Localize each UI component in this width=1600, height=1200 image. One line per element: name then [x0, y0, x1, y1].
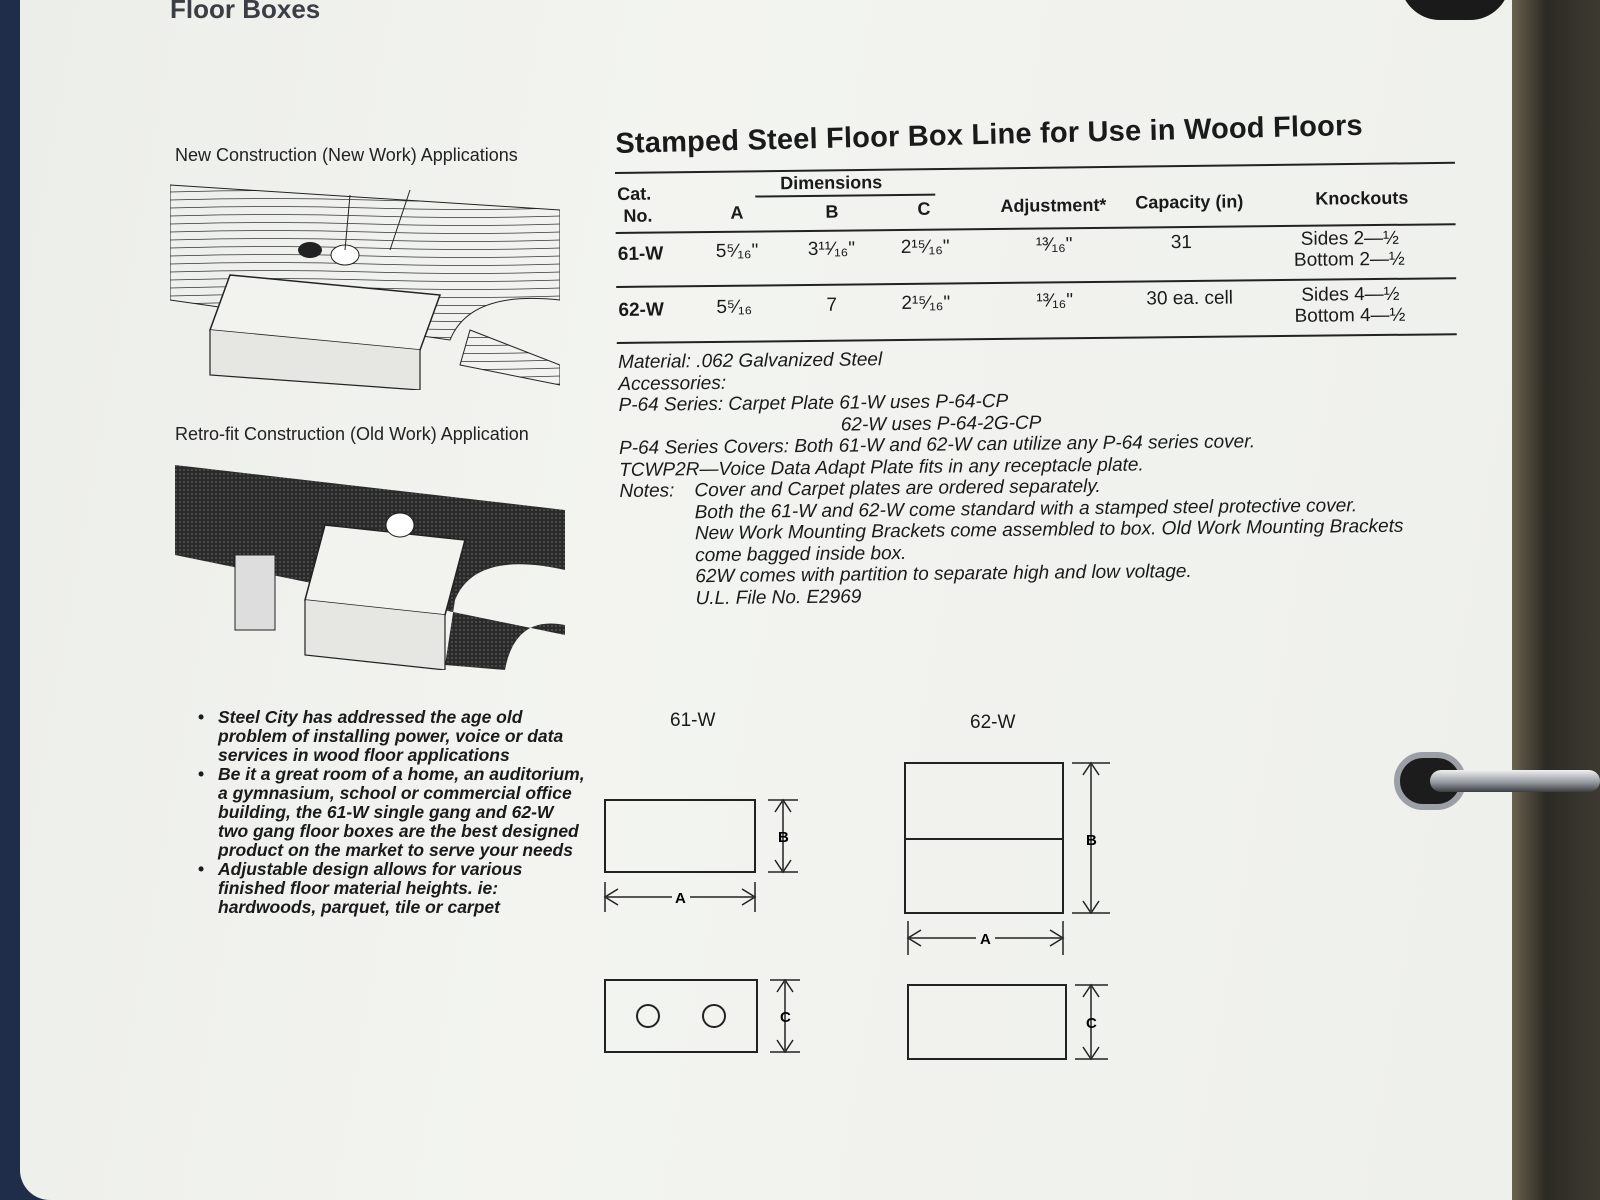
header-knockouts: Knockouts: [1315, 187, 1409, 209]
row2-b: 7: [826, 294, 838, 316]
row1-cat: 61-W: [617, 243, 664, 265]
table-row: 62-W 5⁵⁄₁₆ 7 2¹⁵⁄₁₆" ¹³⁄₁₆" 30 ea. cell …: [615, 163, 1455, 327]
notes-list: Notes: Cover and Carpet plates are order…: [619, 473, 1404, 610]
row2-capacity: 30 ea. cell: [1146, 287, 1234, 310]
row2-c: 2¹⁵⁄₁₆": [901, 292, 951, 315]
dim-a-62w: A: [980, 931, 991, 948]
catalog-page: Floor Boxes New Construction (New Work) …: [20, 0, 1512, 1200]
new-construction-caption: New Construction (New Work) Applications: [175, 145, 518, 165]
header-cat-line2: No.: [623, 205, 653, 226]
bullet-item: Adjustable design allows for various fin…: [198, 860, 588, 917]
dim-c-62w: C: [1086, 1015, 1097, 1032]
feature-bullets: Steel City has addressed the age old pro…: [198, 708, 588, 917]
diagram-61w: B A C: [603, 798, 800, 1054]
section-header: Floor Boxes: [170, 0, 321, 24]
header-capacity: Capacity (in): [1135, 191, 1244, 213]
row1-b: 3¹¹⁄₁₆": [807, 238, 856, 260]
row2-adjustment: ¹³⁄₁₆": [1036, 290, 1074, 312]
row1-capacity: 31: [1170, 231, 1193, 254]
row1-a: 5⁵⁄₁₆": [715, 240, 759, 262]
diagram-label-61w: 61-W: [670, 710, 716, 731]
binder-cover: [1510, 0, 1600, 1200]
row2-knockouts-sides: Sides 4—½: [1301, 283, 1400, 306]
product-line-title: Stamped Steel Floor Box Line for Use in …: [615, 109, 1364, 160]
header-a: A: [730, 202, 744, 223]
notes-block: Material: .062 Galvanized Steel Accessor…: [618, 344, 1404, 610]
header-adjustment: Adjustment*: [1000, 194, 1107, 216]
box-62w-side-view: [907, 984, 1067, 1060]
specs-table: Cat. No. Dimensions A B C Adjustment* Ca…: [615, 163, 1457, 347]
row1-c: 2¹⁵⁄₁₆": [900, 236, 950, 259]
box-61w-side-view: [604, 979, 758, 1053]
dim-b-62w: B: [1086, 832, 1097, 849]
row2-knockouts-bottom: Bottom 4—½: [1294, 304, 1406, 327]
dim-a-61w: A: [675, 890, 686, 907]
dim-b-61w: B: [778, 829, 789, 846]
header-b: B: [825, 201, 839, 222]
retrofit-illustration: [175, 465, 565, 670]
row1-knockouts-bottom: Bottom 2—½: [1293, 248, 1405, 271]
retrofit-caption: Retro-fit Construction (Old Work) Applic…: [175, 424, 529, 444]
notes-heading: Notes:: [619, 480, 675, 502]
bullet-item: Steel City has addressed the age old pro…: [198, 708, 588, 765]
bullet-item: Be it a great room of a home, an auditor…: [198, 765, 588, 860]
dim-c-61w: C: [780, 1009, 791, 1026]
new-construction-illustration: [170, 184, 560, 390]
table-bottom-rule: [616, 333, 1457, 344]
header-dimensions: Dimensions: [780, 172, 883, 194]
row1-adjustment: ¹³⁄₁₆": [1035, 234, 1073, 256]
header-cat-line1: Cat.: [617, 183, 652, 204]
row2-cat: 62-W: [618, 299, 664, 321]
row1-knockouts-sides: Sides 2—½: [1300, 227, 1400, 250]
box-61w-top-view: [604, 799, 756, 873]
diagram-label-62w: 62-W: [970, 712, 1016, 733]
table-row: 61-W 5⁵⁄₁₆" 3¹¹⁄₁₆" 2¹⁵⁄₁₆" ¹³⁄₁₆" 31 Si…: [615, 163, 1455, 271]
row2-a: 5⁵⁄₁₆: [716, 296, 753, 318]
binder-ring-bar: [1430, 770, 1600, 792]
diagram-62w: B A C: [904, 761, 1110, 1061]
header-c: C: [917, 198, 931, 219]
binder-ring-top: [1400, 0, 1510, 20]
